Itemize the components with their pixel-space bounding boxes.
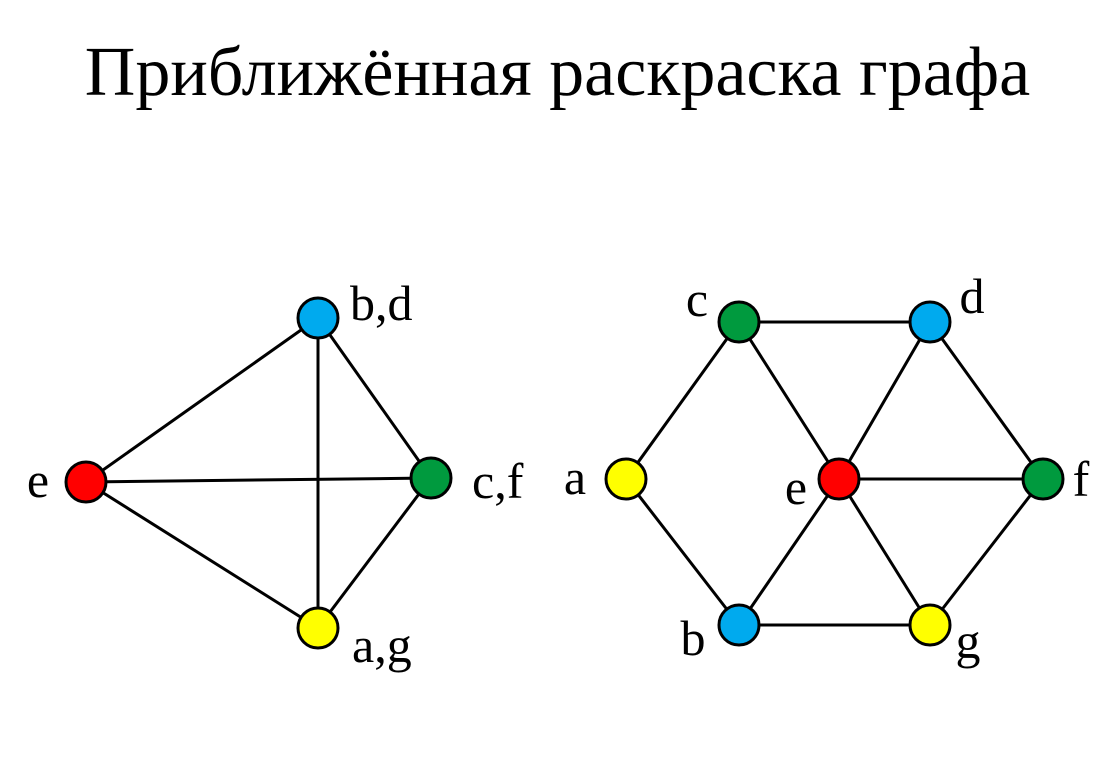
node-d xyxy=(908,300,952,344)
node-g xyxy=(908,603,952,647)
edge-cf-ag xyxy=(316,477,433,629)
node-label-d: d xyxy=(960,268,985,324)
node-label-e: e xyxy=(785,459,807,515)
edge-e-g xyxy=(837,478,932,626)
node-cf xyxy=(409,456,453,500)
node-label-e: e xyxy=(27,452,49,508)
edge-d-f xyxy=(928,321,1045,480)
node-e xyxy=(64,460,108,504)
node-e xyxy=(817,457,861,501)
slide-title: Приближённая раскраска графа xyxy=(84,34,1031,111)
edge-bd-cf xyxy=(316,317,433,479)
edge-e-b xyxy=(737,478,841,626)
node-label-ag: a,g xyxy=(352,617,412,673)
node-label-f: f xyxy=(1073,451,1090,507)
node-bd xyxy=(296,296,340,340)
edge-d-e xyxy=(837,321,932,480)
edge-c-e xyxy=(737,321,841,480)
original-graph: a b c d e f g xyxy=(564,268,1090,669)
node-label-c: c xyxy=(686,271,708,327)
node-f xyxy=(1021,457,1065,501)
node-ag xyxy=(296,606,340,650)
node-b xyxy=(717,603,761,647)
node-label-g: g xyxy=(956,613,981,669)
node-label-b: b xyxy=(681,610,706,666)
edge-e-ag xyxy=(85,480,319,630)
contracted-graph: b,d e c,f a,g xyxy=(27,275,524,673)
node-a xyxy=(604,457,648,501)
edge-a-c xyxy=(624,321,741,480)
edge-f-g xyxy=(928,478,1045,626)
edge-a-b xyxy=(624,478,741,626)
node-label-a: a xyxy=(564,449,586,505)
node-c xyxy=(717,300,761,344)
node-label-bd: b,d xyxy=(350,275,413,331)
edge-e-cf xyxy=(85,476,432,484)
node-label-cf: c,f xyxy=(472,453,524,509)
edge-e-bd xyxy=(85,316,319,484)
